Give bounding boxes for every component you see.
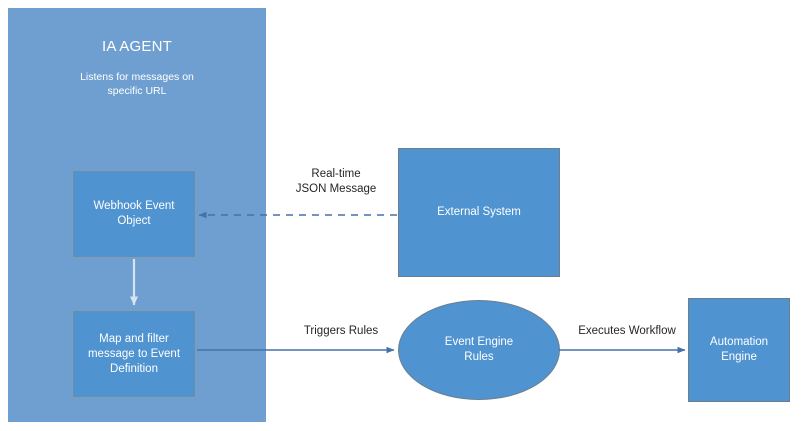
edge-label-realtime-json-message: Real-time JSON Message [295,168,377,195]
edge-label-triggers-rules: Triggers Rules [303,325,379,337]
node-map-and-filter[interactable]: Map and filter message to Event Definiti… [72,310,196,398]
node-automation-engine[interactable]: Automation Engine [688,298,790,402]
node-event-engine-rules[interactable]: Event Engine Rules [398,300,560,400]
ia-agent-subtitle: Listens for messages on specific URL [80,71,194,97]
edge-label-executes-workflow: Executes Workflow [578,325,676,337]
ia-agent-title: IA AGENT [102,38,172,55]
node-external-system[interactable]: External System [398,148,560,277]
node-webhook-event-object[interactable]: Webhook Event Object [72,170,196,258]
